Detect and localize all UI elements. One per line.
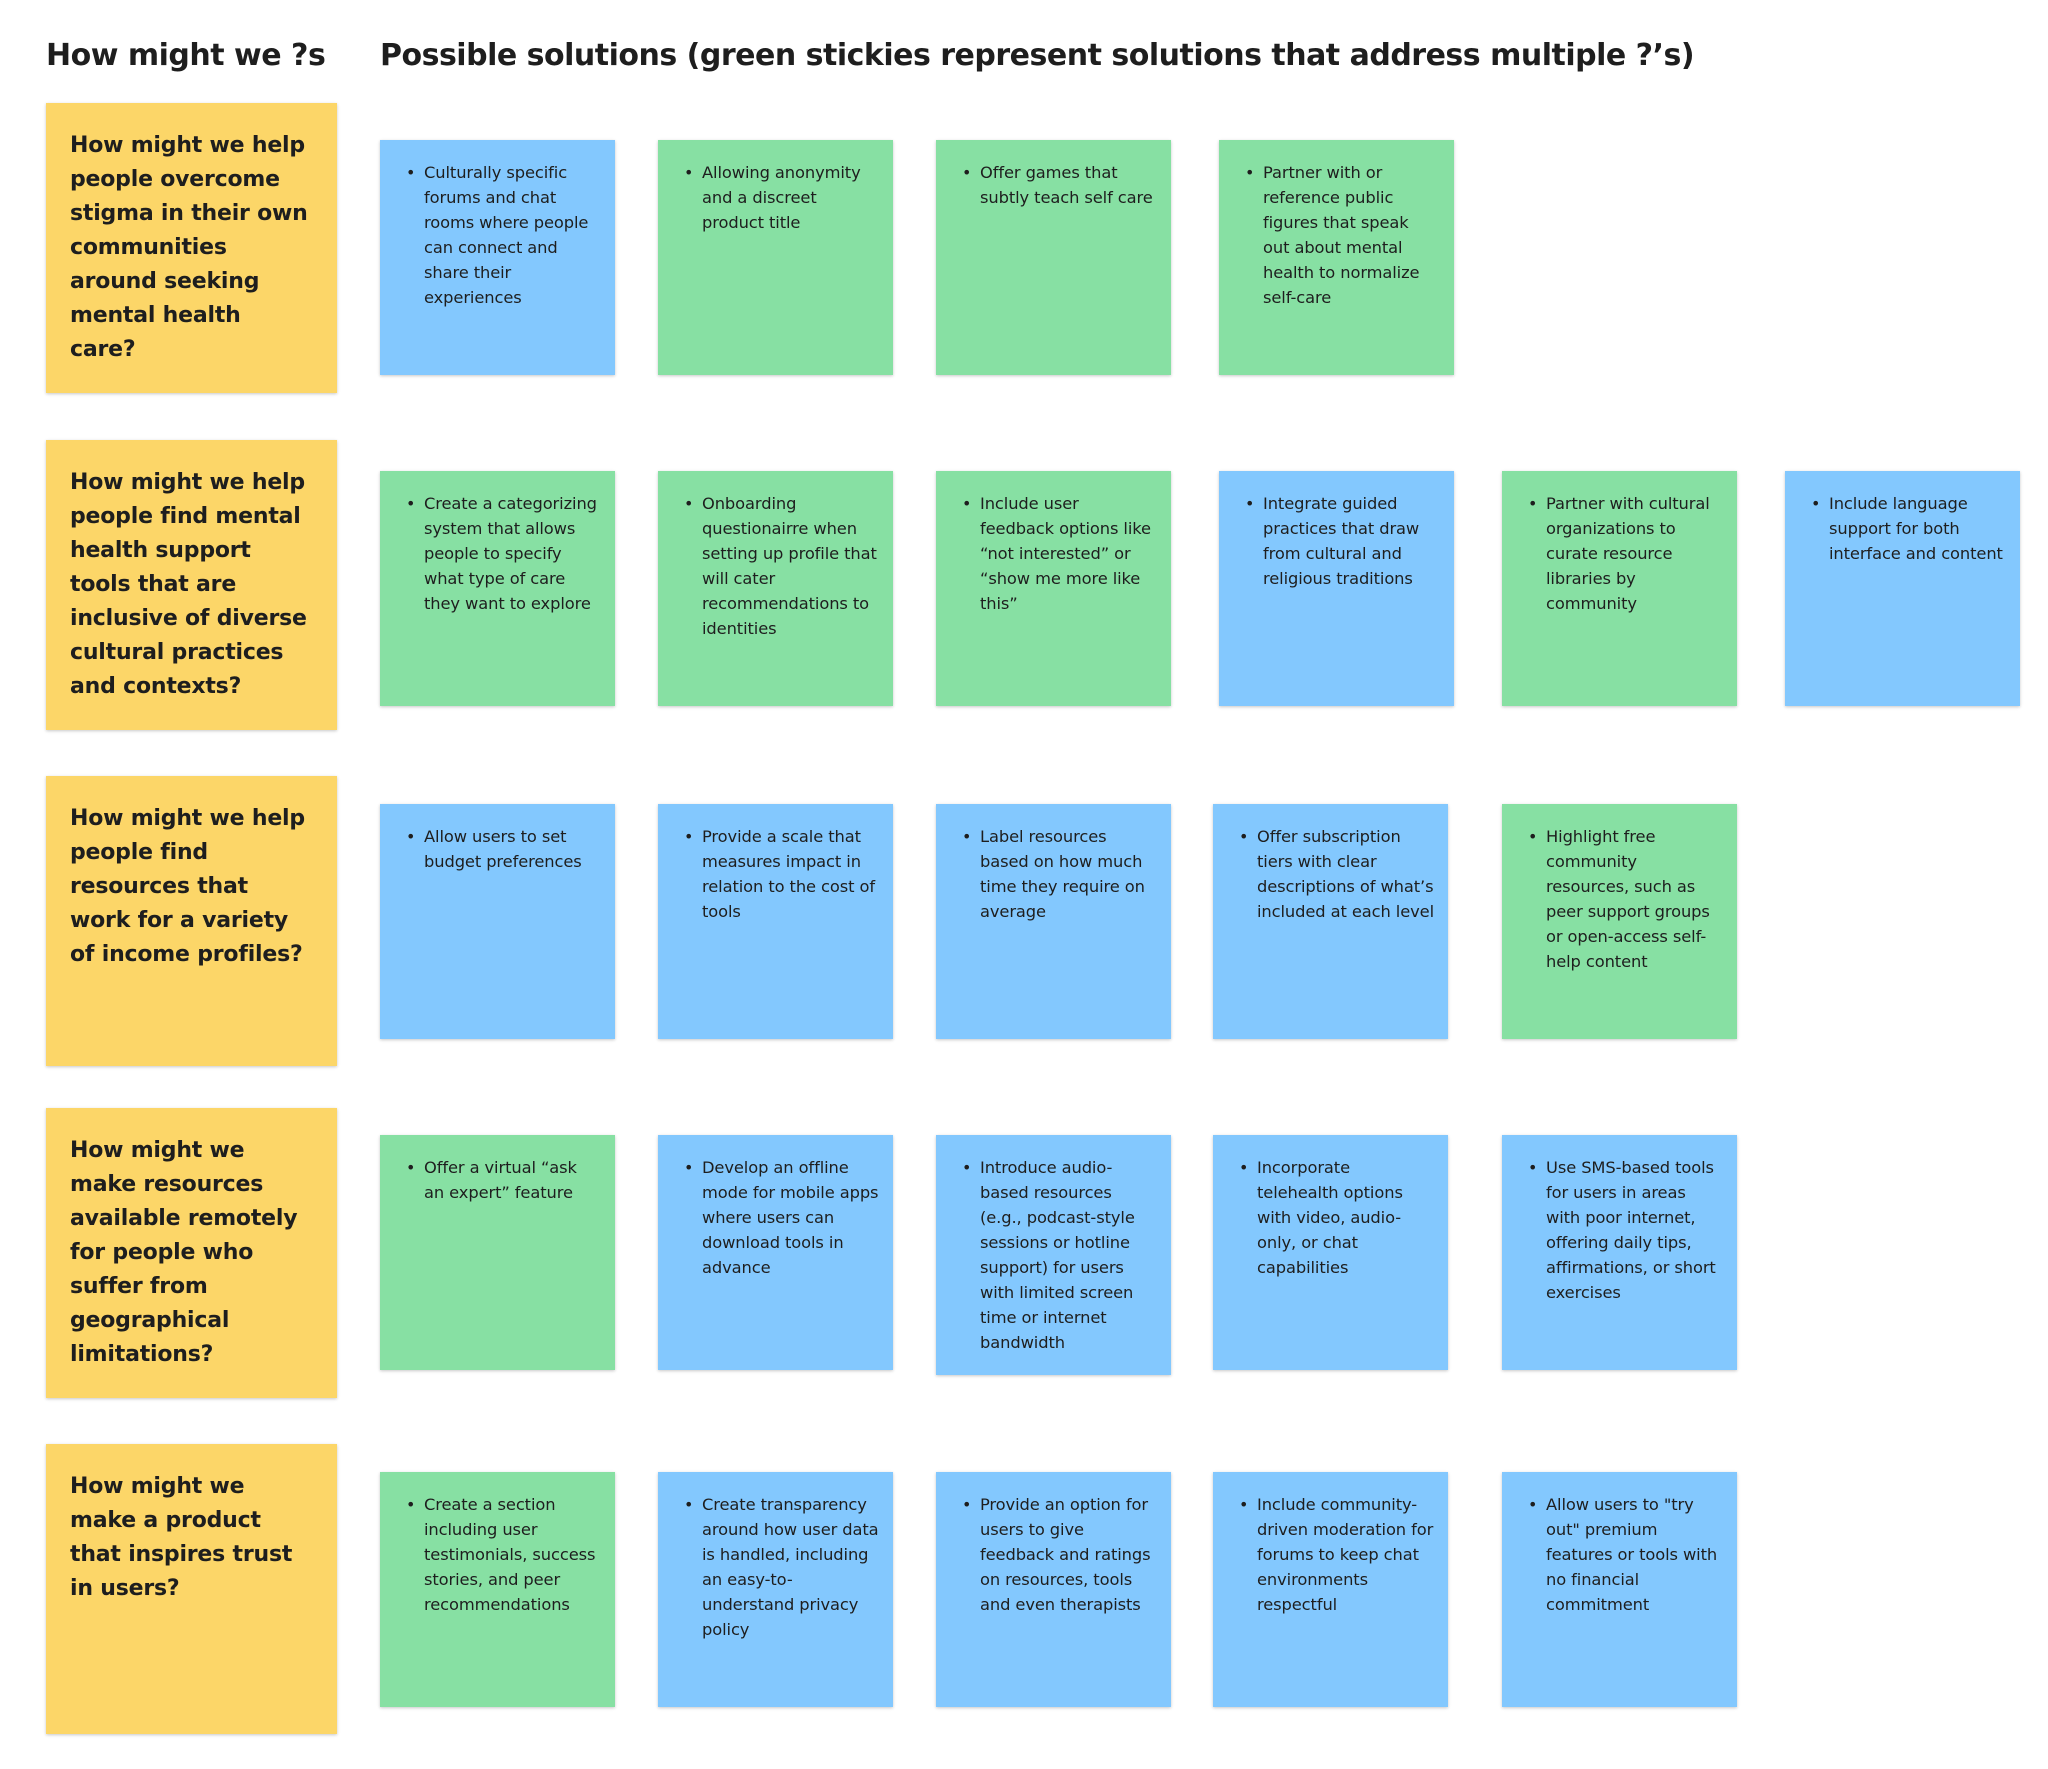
- solution-sticky[interactable]: Allow users to set budget preferences: [380, 804, 615, 1039]
- solution-sticky[interactable]: Incorporate telehealth options with vide…: [1213, 1135, 1448, 1370]
- solution-sticky[interactable]: Partner with or reference public figures…: [1219, 140, 1454, 375]
- solution-sticky[interactable]: Provide a scale that measures impact in …: [658, 804, 893, 1039]
- question-sticky[interactable]: How might we help people find mental hea…: [46, 440, 337, 730]
- solution-sticky[interactable]: Partner with cultural organizations to c…: [1502, 471, 1737, 706]
- solution-sticky[interactable]: Onboarding questionairre when setting up…: [658, 471, 893, 706]
- question-sticky[interactable]: How might we make a product that inspire…: [46, 1444, 337, 1734]
- questions-heading: How might we ?s: [46, 38, 326, 73]
- solution-sticky[interactable]: Include community-driven moderation for …: [1213, 1472, 1448, 1707]
- solution-sticky[interactable]: Develop an offline mode for mobile apps …: [658, 1135, 893, 1370]
- solution-sticky[interactable]: Label resources based on how much time t…: [936, 804, 1171, 1039]
- solution-sticky[interactable]: Offer a virtual “ask an expert” feature: [380, 1135, 615, 1370]
- solution-sticky[interactable]: Culturally specific forums and chat room…: [380, 140, 615, 375]
- question-sticky[interactable]: How might we make resources available re…: [46, 1108, 337, 1398]
- solution-sticky[interactable]: Integrate guided practices that draw fro…: [1219, 471, 1454, 706]
- solution-sticky[interactable]: Highlight free community resources, such…: [1502, 804, 1737, 1039]
- solution-sticky[interactable]: Allowing anonymity and a discreet produc…: [658, 140, 893, 375]
- question-sticky[interactable]: How might we help people overcome stigma…: [46, 103, 337, 393]
- solution-sticky[interactable]: Create transparency around how user data…: [658, 1472, 893, 1707]
- solution-sticky[interactable]: Include language support for both interf…: [1785, 471, 2020, 706]
- solution-sticky[interactable]: Offer subscription tiers with clear desc…: [1213, 804, 1448, 1039]
- solution-sticky[interactable]: Offer games that subtly teach self care: [936, 140, 1171, 375]
- solution-sticky[interactable]: Use SMS-based tools for users in areas w…: [1502, 1135, 1737, 1370]
- solutions-heading: Possible solutions (green stickies repre…: [380, 38, 1695, 73]
- solution-sticky[interactable]: Include user feedback options like “not …: [936, 471, 1171, 706]
- question-sticky[interactable]: How might we help people find resources …: [46, 776, 337, 1066]
- solution-sticky[interactable]: Provide an option for users to give feed…: [936, 1472, 1171, 1707]
- solution-sticky[interactable]: Create a section including user testimon…: [380, 1472, 615, 1707]
- solution-sticky[interactable]: Create a categorizing system that allows…: [380, 471, 615, 706]
- solution-sticky[interactable]: Allow users to "try out" premium feature…: [1502, 1472, 1737, 1707]
- solution-sticky[interactable]: Introduce audio-based resources (e.g., p…: [936, 1135, 1171, 1375]
